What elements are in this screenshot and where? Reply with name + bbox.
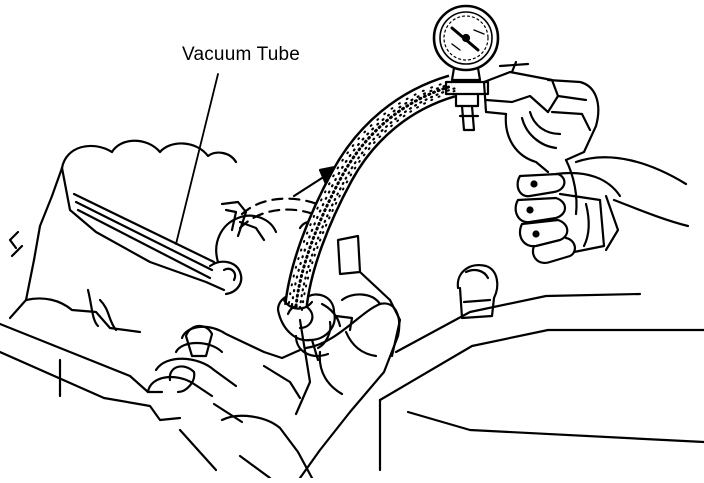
hand-on-pump — [516, 157, 688, 263]
vacuum-pump — [484, 62, 598, 214]
vacuum-tube-label: Vacuum Tube — [182, 44, 301, 65]
vacuum-gauge — [434, 6, 498, 130]
vacuum-tube — [284, 83, 458, 310]
engine-block — [0, 141, 704, 478]
hand-at-fitting — [148, 294, 399, 478]
callout-leader — [176, 74, 218, 244]
